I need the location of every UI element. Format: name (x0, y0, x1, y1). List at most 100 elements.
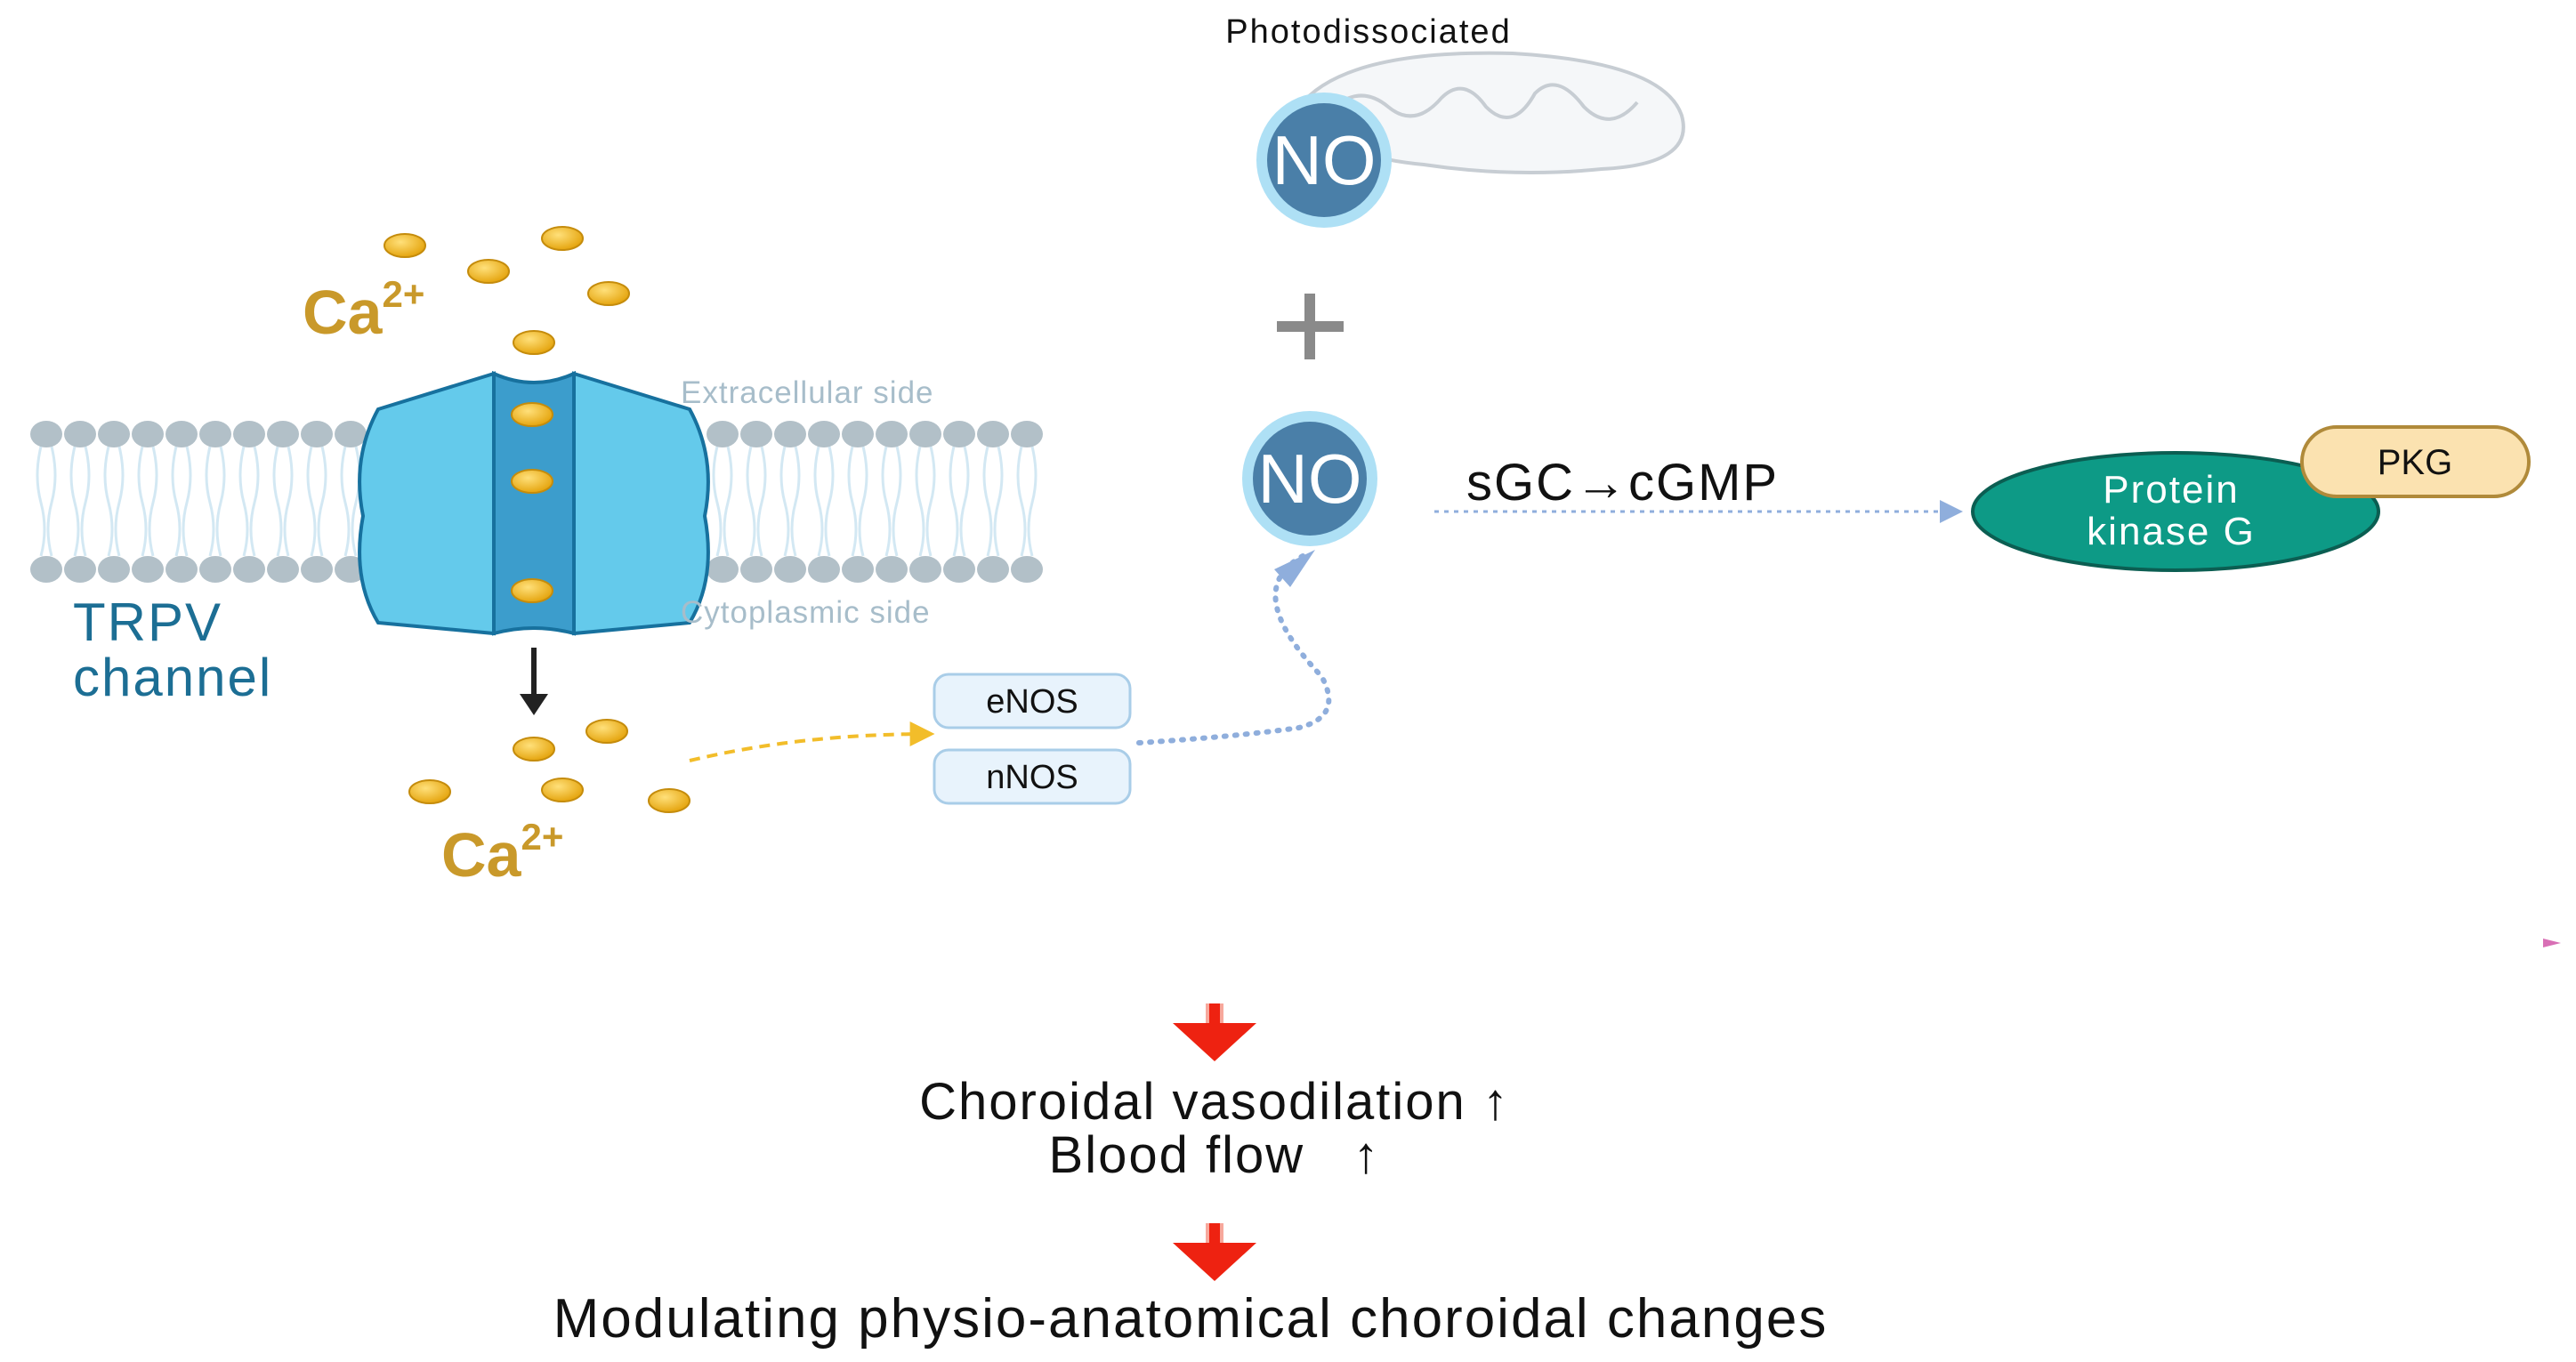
calcium-to-enos-arrow (689, 721, 935, 762)
lipid-head (166, 556, 198, 583)
lipid-head (132, 556, 164, 583)
lipid-head (774, 556, 806, 583)
lipid-head (876, 556, 908, 583)
lipid-tail (982, 446, 1004, 557)
calcium-ion-icon (541, 778, 584, 802)
lipid-head (301, 421, 333, 447)
nnos-box: nNOS (933, 748, 1132, 805)
lipid-head (98, 421, 130, 447)
lipid-head (199, 556, 231, 583)
no-molecule-top: NO (1256, 93, 1392, 228)
lipid-head (842, 556, 874, 583)
calcium-ion-icon (587, 281, 630, 306)
lipid-head (909, 421, 941, 447)
lipid-bilayer (30, 421, 1043, 583)
lipid-head (132, 421, 164, 447)
lipid-head (707, 556, 739, 583)
calcium-ions (384, 226, 690, 813)
nos-to-no-arrowhead-icon (1274, 550, 1315, 587)
lipid-head (233, 421, 265, 447)
lipid-head (335, 421, 367, 447)
lipid-head (909, 556, 941, 583)
lipid-head (301, 556, 333, 583)
photodissociated-label: Photodissociated (1225, 13, 1511, 51)
lipid-tail (36, 446, 57, 557)
lipid-head (30, 421, 62, 447)
calcium-ion-icon (511, 469, 553, 494)
protein-kinase-g: Protein kinase G (1971, 451, 2380, 572)
calcium-ion-icon (511, 402, 553, 427)
lipid-head (707, 421, 739, 447)
calcium-ion-icon (513, 737, 555, 762)
trpv-channel-icon (358, 370, 710, 636)
lipid-tail (949, 446, 970, 557)
outcome-line1: Choroidal vasodilation ↑ (919, 1073, 1510, 1131)
calcium-ion-icon (585, 719, 628, 744)
lipid-head (98, 556, 130, 583)
lipid-tail (205, 446, 226, 557)
no-to-pkg-arrowhead-icon (1940, 500, 1963, 523)
lipid-head (808, 556, 840, 583)
lipid-head (233, 556, 265, 583)
lipid-tail (103, 446, 125, 557)
lipid-head (943, 556, 975, 583)
lipid-head (166, 421, 198, 447)
calcium-label-bottom: Ca2+ (441, 816, 563, 890)
lipid-head (774, 421, 806, 447)
lipid-head (199, 421, 231, 447)
lipid-head (876, 421, 908, 447)
lipid-head (1011, 556, 1043, 583)
sgc-cgmp-label: sGC→cGMP (1466, 454, 1779, 512)
lipid-tail (272, 446, 294, 557)
lipid-tail (712, 446, 733, 557)
lipid-head (1011, 421, 1043, 447)
lipid-head (267, 421, 299, 447)
lipid-head (267, 556, 299, 583)
edge-marker-icon (2543, 939, 2561, 947)
pkg-label: PKG (2378, 443, 2452, 482)
lipid-head (808, 421, 840, 447)
protein-kinase-label-line2: kinase G (2087, 510, 2256, 553)
trpv-label-line1: TRPV (73, 592, 222, 652)
lipid-tail (238, 446, 260, 557)
cytoplasmic-side-label: Cytoplasmic side (681, 595, 931, 630)
calcium-ion-icon (648, 788, 690, 813)
lipid-tail (915, 446, 936, 557)
calcium-ion-icon (511, 578, 553, 603)
outcome-line2: Blood flow ↑ (1049, 1126, 1381, 1184)
lipid-tail (137, 446, 158, 557)
lipid-tail (746, 446, 767, 557)
no-label-top: NO (1272, 121, 1377, 199)
no-label-middle: NO (1258, 439, 1362, 518)
calcium-ion-icon (384, 233, 426, 258)
final-outcome-label: Modulating physio-anatomical choroidal c… (553, 1288, 1829, 1350)
lipid-tail (1016, 446, 1038, 557)
lipid-head (64, 556, 96, 583)
lipid-tail (813, 446, 835, 557)
lipid-head (740, 556, 772, 583)
lipid-head (977, 421, 1009, 447)
calcium-label-top: Ca2+ (303, 273, 424, 347)
calcium-ion-icon (408, 779, 451, 804)
mitochondrion-icon (1296, 51, 1685, 174)
lipid-tail (171, 446, 192, 557)
protein-kinase-label-line1: Protein (2103, 468, 2239, 512)
nos-to-no-arrow (1136, 551, 1332, 745)
no-molecule-middle: NO (1242, 411, 1377, 546)
extracellular-side-label: Extracellular side (681, 375, 934, 410)
lipid-head (64, 421, 96, 447)
enos-label: eNOS (986, 683, 1078, 721)
red-down-arrow-icon-2 (1173, 1223, 1256, 1281)
lipid-tail (69, 446, 91, 557)
lipid-head (977, 556, 1009, 583)
trpv-label-line2: channel (73, 648, 272, 707)
calcium-ion-icon (513, 330, 555, 355)
plus-icon (1277, 294, 1344, 359)
lipid-head (943, 421, 975, 447)
lipid-tail (340, 446, 361, 557)
nnos-label: nNOS (986, 759, 1078, 796)
calcium-ion-icon (467, 259, 510, 284)
enos-box: eNOS (933, 673, 1132, 729)
